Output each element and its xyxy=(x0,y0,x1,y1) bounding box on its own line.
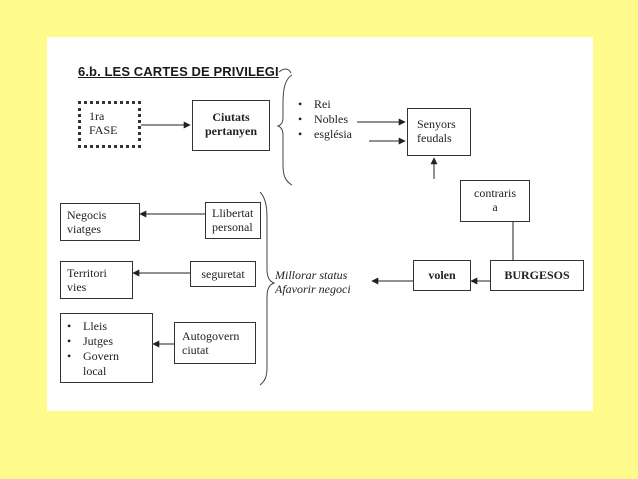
self-gov-item: Govern xyxy=(61,349,152,364)
security-label: seguretat xyxy=(201,267,245,281)
territory-box: Territori vies xyxy=(60,261,133,299)
opposed-line2: a xyxy=(492,200,498,214)
opposed-line1: contraris xyxy=(474,186,516,200)
self-gov-list-box: Lleis Jutges Govern local xyxy=(60,313,153,383)
bourgeois-box: BURGESOS xyxy=(490,260,584,291)
business-box: Negocis viatges xyxy=(60,203,140,241)
bourgeois-label: BURGESOS xyxy=(504,268,570,282)
title-curl xyxy=(278,68,292,74)
cities-line1: Ciutats xyxy=(212,110,250,124)
want-label: volen xyxy=(428,268,456,282)
belongs-to-item: església xyxy=(292,127,352,142)
territory-line1: Territori xyxy=(67,266,107,280)
self-gov-line1: Autogovern xyxy=(182,329,240,343)
belongs-to-item: Nobles xyxy=(292,112,352,127)
goals-text: Millorar status Afavorir negoci xyxy=(275,268,351,296)
freedom-line2: personal xyxy=(212,220,253,234)
want-box: volen xyxy=(413,260,471,291)
goals-line1: Millorar status xyxy=(275,268,348,282)
lords-line1: Senyors xyxy=(417,117,456,131)
first-phase-box: 1ra FASE xyxy=(78,101,141,148)
security-box: seguretat xyxy=(190,261,256,287)
self-gov-item: Jutges xyxy=(61,334,152,349)
bottom-brace xyxy=(259,191,276,386)
diagram-sheet: 6.b. LES CARTES DE PRIVILEGI 1ra FASE Ci… xyxy=(47,37,593,411)
cities-line2: pertanyen xyxy=(205,124,257,138)
lords-line2: feudals xyxy=(417,131,452,145)
connectors xyxy=(132,68,514,386)
first-phase-line1: 1ra xyxy=(89,109,105,123)
self-gov-list: Lleis Jutges Govern xyxy=(61,319,152,364)
page-title: 6.b. LES CARTES DE PRIVILEGI xyxy=(78,64,279,79)
belongs-to-item: Rei xyxy=(292,97,352,112)
cities-box: Ciutats pertanyen xyxy=(192,100,270,151)
self-gov-line2: ciutat xyxy=(182,343,209,357)
opposed-box: contraris a xyxy=(460,180,530,222)
top-brace xyxy=(276,74,293,186)
first-phase-line2: FASE xyxy=(89,123,118,137)
freedom-line1: Llibertat xyxy=(212,206,254,220)
business-line2: viatges xyxy=(67,222,101,236)
business-line1: Negocis xyxy=(67,208,107,222)
self-gov-item: Lleis xyxy=(61,319,152,334)
self-gov-last-line: local xyxy=(83,364,107,378)
self-gov-box: Autogovern ciutat xyxy=(174,322,256,364)
lords-box: Senyors feudals xyxy=(407,108,471,156)
goals-line2: Afavorir negoci xyxy=(275,282,351,296)
belongs-to-list: Rei Nobles església xyxy=(292,97,352,142)
freedom-box: Llibertat personal xyxy=(205,202,261,239)
territory-line2: vies xyxy=(67,280,87,294)
